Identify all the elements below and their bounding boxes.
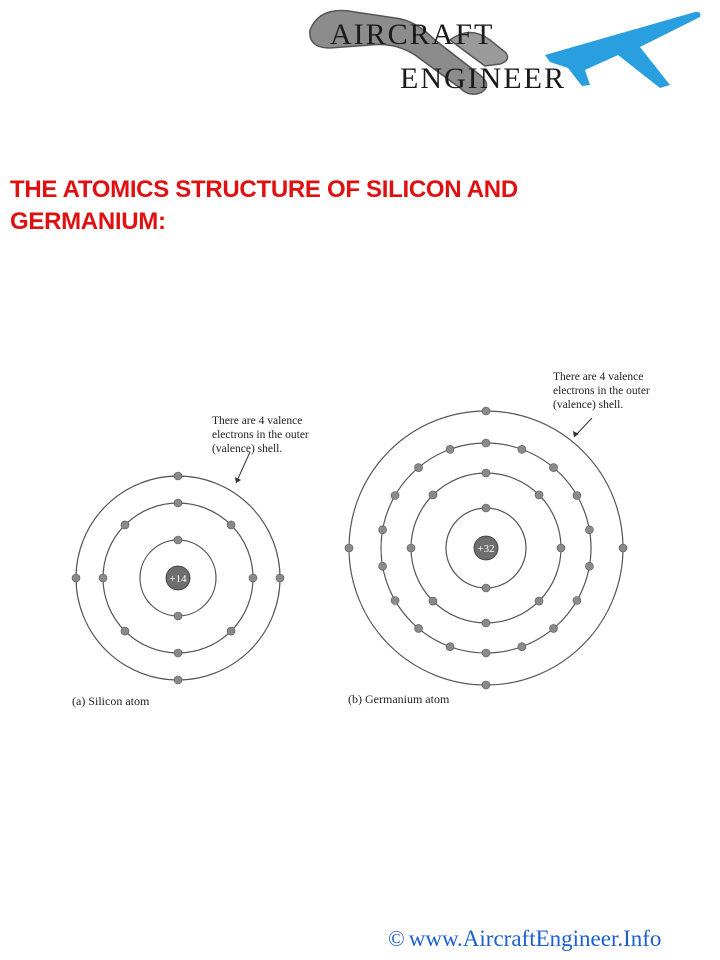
logo-text-line2: ENGINEER (400, 62, 566, 95)
germanium-electron (534, 596, 544, 606)
germanium-electron (618, 543, 628, 553)
germanium-electron (572, 491, 582, 500)
silicon-electron (120, 520, 130, 530)
germanium-electron (556, 543, 566, 553)
germanium-electron (481, 618, 491, 628)
silicon-electron (120, 626, 130, 636)
footer-site: www.AircraftEngineer.Info (408, 926, 662, 951)
germanium-electron (572, 596, 582, 605)
silicon-caption: (a) Silicon atom (72, 694, 150, 708)
germanium-electron (517, 642, 527, 651)
germanium-electron (481, 438, 491, 448)
atom-diagram: +14 +32 (71, 406, 628, 690)
germanium-electron (481, 648, 491, 658)
germanium-note-arrowhead (573, 431, 579, 437)
germanium-nucleus-label: +32 (477, 543, 494, 555)
logo-text-line1: AIRCRAFT (330, 18, 495, 51)
airplane-icon (545, 11, 701, 89)
germanium-electron (481, 503, 491, 513)
germanium-electron (549, 463, 558, 472)
germanium-electron (585, 525, 594, 535)
germanium-electron (481, 406, 491, 416)
page-title: THE ATOMICS STRUCTURE OF SILICON AND GER… (10, 176, 518, 235)
germanium-electron (390, 491, 400, 500)
silicon-electron (173, 471, 183, 481)
germanium-electron (344, 543, 354, 553)
germanium-nucleus (473, 535, 499, 561)
silicon-electron (173, 535, 183, 545)
germanium-electron (378, 525, 387, 535)
germanium-electron (428, 490, 438, 500)
silicon-nucleus-label: +14 (169, 573, 187, 585)
germanium-electron (390, 596, 400, 605)
silicon-note-arrow (235, 451, 251, 484)
logo-graphic (309, 9, 701, 95)
silicon-electron (173, 611, 183, 621)
copyright-icon: © (388, 926, 405, 951)
germanium-electron (517, 445, 527, 454)
silicon-electron (173, 648, 183, 658)
germanium-caption: (b) Germanium atom (348, 692, 450, 706)
germanium-electron (445, 642, 455, 651)
germanium-electron (481, 680, 491, 690)
germanium-electron (414, 624, 423, 633)
germanium-electron (481, 468, 491, 478)
germanium-electron (585, 561, 594, 571)
silicon-electron (71, 573, 81, 583)
silicon-note-arrowhead (235, 477, 241, 483)
silicon-electron (248, 573, 258, 583)
germanium-electron (445, 445, 455, 454)
silicon-electron (173, 675, 183, 685)
germanium-electron (534, 490, 544, 500)
germanium-electron (549, 624, 558, 633)
germanium-electron (414, 463, 423, 472)
silicon-nucleus (165, 565, 191, 591)
germanium-electron (481, 583, 491, 593)
wrench-icon (309, 9, 509, 95)
germanium-electron (428, 596, 438, 606)
germanium-note: There are 4 valence electrons in the out… (553, 371, 650, 411)
silicon-electron (275, 573, 285, 583)
silicon-electron (173, 498, 183, 508)
germanium-electron (406, 543, 416, 553)
silicon-electron (226, 626, 236, 636)
silicon-electron (226, 520, 236, 530)
footer-link[interactable]: ©www.AircraftEngineer.Info (388, 926, 661, 952)
silicon-electron (98, 573, 108, 583)
silicon-note: There are 4 valence electrons in the out… (212, 415, 309, 455)
germanium-electron (378, 561, 387, 571)
